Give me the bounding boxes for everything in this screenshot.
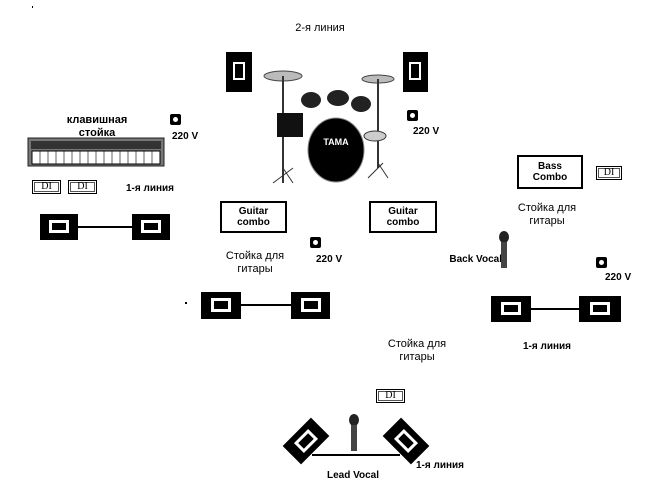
first-line-label-keyboard: 1-я линия bbox=[125, 183, 175, 194]
microphone-icon-back-vocal bbox=[499, 231, 509, 268]
volt-label-guitar-left: 220 V bbox=[316, 254, 343, 265]
di-box-keyboard-1: DI bbox=[32, 180, 61, 194]
drum-kit-icon: TAMA bbox=[263, 70, 395, 184]
monitor-pair-bass bbox=[491, 296, 621, 322]
guitar-combo-left: Guitar combo bbox=[220, 201, 287, 233]
monitor-speaker-left bbox=[226, 52, 252, 92]
outlet-icon-bass bbox=[596, 257, 607, 268]
lead-vocal-label: Lead Vocal bbox=[326, 470, 380, 481]
guitar-stand-label-bass: Стойка для гитары bbox=[517, 202, 577, 227]
guitar-combo-right: Guitar combo bbox=[369, 201, 437, 233]
di-box-keyboard-2: DI bbox=[68, 180, 97, 194]
volt-label-drums: 220 V bbox=[413, 126, 440, 137]
keyboard-stand-label: клавишная стойка bbox=[66, 114, 128, 139]
drum-brand-text: TAMA bbox=[323, 137, 349, 147]
microphone-icon-lead-vocal bbox=[349, 414, 359, 451]
guitar-stand-label-center: Стойка для гитары bbox=[387, 338, 447, 363]
stray-mark-2 bbox=[185, 302, 187, 304]
monitor-pair-lead bbox=[282, 417, 430, 465]
bass-combo: Bass Combo bbox=[517, 155, 583, 189]
monitor-speaker-right bbox=[403, 52, 428, 92]
first-line-label-bass: 1-я линия bbox=[522, 341, 572, 352]
second-line-label: 2-я линия bbox=[295, 22, 345, 34]
back-vocal-label: Back Vocal bbox=[449, 254, 502, 265]
outlet-icon-keyboard bbox=[170, 114, 181, 125]
monitor-pair-guitar-left bbox=[201, 292, 330, 319]
outlet-icon-drums bbox=[407, 110, 418, 121]
keyboard-icon bbox=[27, 137, 165, 167]
di-box-lead: DI bbox=[376, 389, 405, 403]
volt-label-keyboard: 220 V bbox=[172, 131, 199, 142]
stray-mark bbox=[32, 6, 33, 8]
outlet-icon-guitar-left bbox=[310, 237, 321, 248]
di-box-bass: DI bbox=[596, 166, 622, 180]
volt-label-bass: 220 V bbox=[605, 272, 632, 283]
first-line-label-lead: 1-я линия bbox=[415, 460, 465, 471]
monitor-pair-keyboard bbox=[40, 214, 170, 240]
guitar-stand-label-left: Стойка для гитары bbox=[225, 250, 285, 275]
